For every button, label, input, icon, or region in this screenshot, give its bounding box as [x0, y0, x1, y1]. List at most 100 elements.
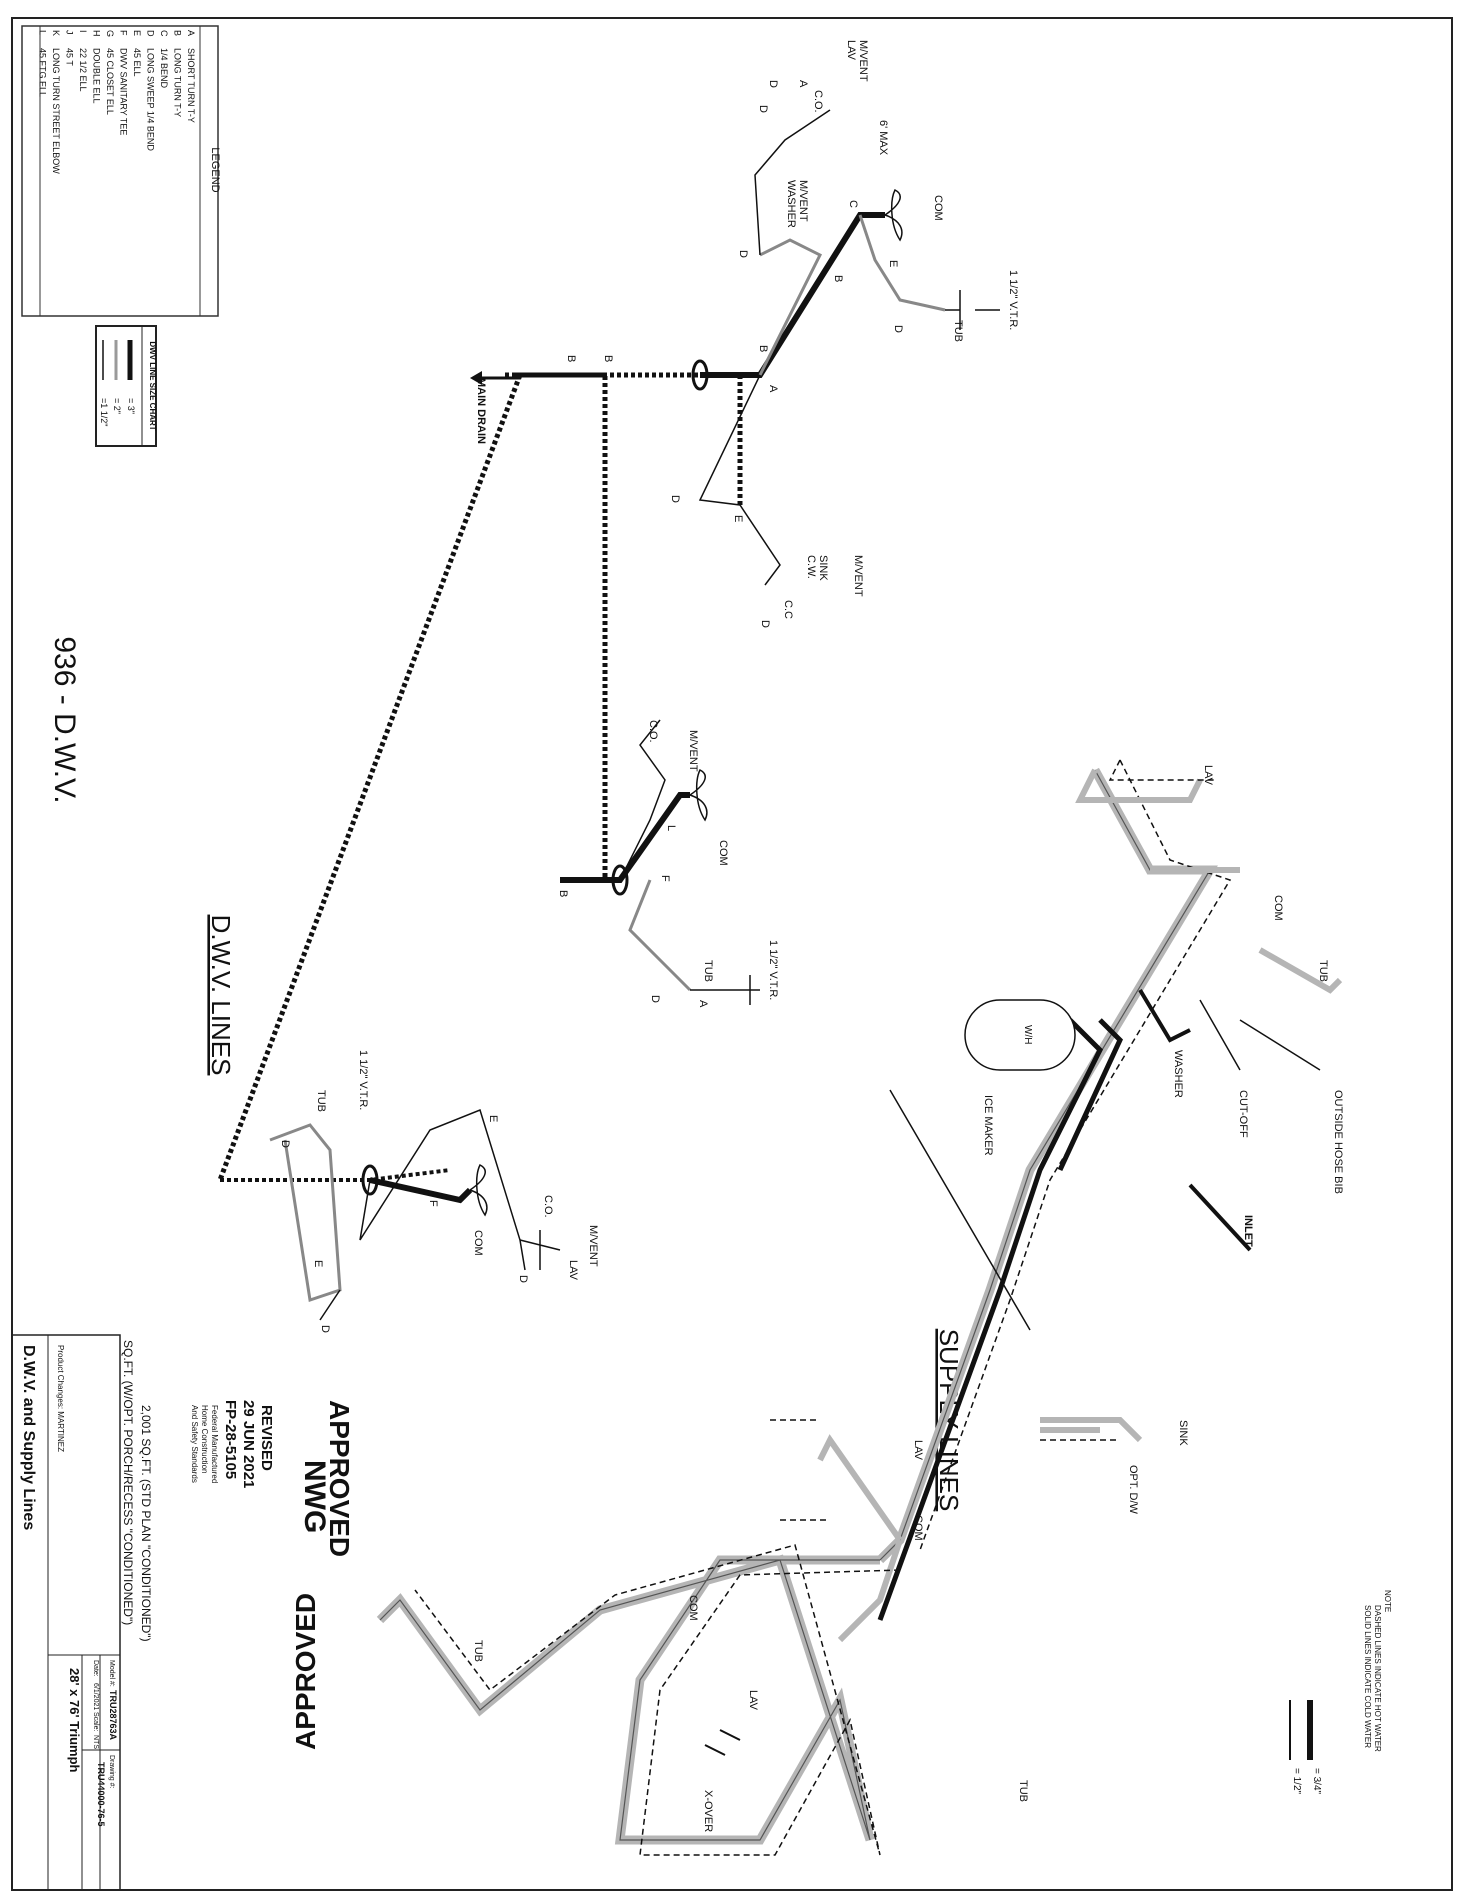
stamp-fine2: Home Construction: [200, 1405, 209, 1473]
fitting-d: D: [737, 250, 749, 258]
stamp-approved-bottom: APPROVED: [290, 1593, 321, 1750]
supply-sink-label: SINK: [1177, 1420, 1189, 1446]
legend-item-text: 45 FTG ELL: [38, 48, 48, 97]
legend-key: F: [119, 30, 129, 36]
dwv-bottom-lav-label: LAV: [567, 1260, 579, 1281]
legend-item-text: LONG TURN T-Y: [173, 48, 183, 117]
supply-heavy-branch: [1057, 1018, 1124, 1172]
fitting-b: B: [832, 275, 844, 282]
dwv-mid-3in: [560, 792, 690, 883]
supply-zigzag-hot: [414, 1544, 901, 1856]
supply-bottom-lav: [817, 1434, 903, 1643]
stamp-date: 29 JUN 2021: [240, 1400, 257, 1488]
dwv-system: [217, 109, 1000, 1321]
dwv-mid-cleanout: [611, 864, 629, 896]
legend-item-text: 45 CLOSET ELL: [105, 48, 115, 115]
supply-hose-bib-label: OUTSIDE HOSE BIB: [1332, 1090, 1344, 1194]
fitting-d: D: [517, 1275, 529, 1283]
supply-inlet: [1188, 1183, 1252, 1252]
page-title: 936 - D.W.V.: [48, 636, 81, 803]
dwv-sink-line: [698, 374, 781, 586]
dwv-labels: M/VENT LAV C.O. 6' MAX COM M/VENT WASHER…: [279, 40, 1019, 1333]
main-drain-label: MAIN DRAIN: [475, 378, 487, 444]
dwv-mid-mvent-label: M/VENT: [687, 730, 699, 772]
legend-item-text: 22 1/2 ELL: [78, 48, 88, 92]
supply-system: [376, 759, 1343, 1856]
supply-opt-dw-label: OPT. D/W: [1127, 1465, 1139, 1515]
dwv-washer-2in: [758, 238, 823, 376]
supply-bottom-lav-label: LAV: [912, 1440, 924, 1461]
dwv-top-vtr-label: 1 1/2" V.T.R.: [1007, 270, 1019, 330]
stamp-agency: NWG: [298, 1460, 331, 1533]
fitting-d: D: [757, 105, 769, 113]
dwv-bottom-drain: [220, 1168, 451, 1182]
legend-item-text: LONG SWEEP 1/4 BEND: [146, 48, 156, 151]
fitting-a: A: [797, 80, 809, 88]
fitting-b: B: [757, 345, 769, 352]
dwv-top-lav-label: LAV: [845, 40, 857, 61]
dwv-mid-com-label: COM: [717, 840, 729, 866]
fitting-b: B: [602, 355, 614, 362]
supply-note-size1: = 3/4": [1311, 1768, 1322, 1795]
fitting-f: F: [427, 1200, 439, 1207]
title-size: 28' x 76' Triumph: [67, 1668, 82, 1773]
legend-key: I: [78, 30, 88, 33]
supply-heavy-line: [877, 1018, 1104, 1621]
water-heater-tank: [964, 999, 1076, 1071]
legend-key: A: [186, 30, 196, 36]
supply-sink-branch: [1040, 1417, 1143, 1443]
dwv-bottom-vtr-label: 1 1/2" V.T.R.: [357, 1050, 369, 1110]
main-drain-arrowhead: [470, 371, 482, 385]
dwv-bottom-com-label: COM: [472, 1230, 484, 1256]
dwv-bottom-tub-2in: [269, 1123, 342, 1302]
supply-com-label: COM: [1272, 895, 1284, 921]
supply-zigzag-edge: [379, 1559, 880, 1841]
size-row-3: = 3": [126, 398, 136, 414]
dwv-mid-vtr: [690, 975, 760, 1005]
fitting-e: E: [732, 515, 744, 522]
supply-ice-maker-label: ICE MAKER: [982, 1095, 994, 1156]
supply-hose-bib: [1239, 1019, 1321, 1071]
fitting-e: E: [887, 260, 899, 267]
dwv-bottom-co: [519, 1230, 561, 1270]
supply-x-over-label: X-OVER: [702, 1790, 714, 1832]
supply-note-line1: DASHED LINES INDICATE HOT WATER: [1373, 1605, 1382, 1752]
stamp-fine1: Federal Manufactured: [210, 1405, 219, 1483]
supply-washer-label: WASHER: [1172, 1050, 1184, 1098]
fitting-b: B: [557, 890, 569, 897]
supply-zig-com-label: COM: [687, 1595, 699, 1621]
main-drain-line-mid: [515, 372, 608, 883]
supply-labels: LAV COM TUB OUTSIDE HOSE BIB CUT-OFF WAS…: [472, 765, 1344, 1832]
legend-title: LEGEND: [209, 147, 221, 192]
fitting-c: C: [847, 200, 859, 208]
supply-lav-branch: [1075, 768, 1203, 803]
dwv-top-3in: [700, 212, 885, 378]
title-sheet-title: D.W.V. and Supply Lines: [20, 1345, 37, 1530]
dwv-top-mvent-label: M/VENT: [857, 40, 869, 82]
stamp-approved-top: APPROVED: [324, 1400, 355, 1557]
title-model: TRU28763A: [108, 1690, 118, 1741]
dwv-bottom-tub-label: TUB: [315, 1090, 327, 1112]
title-drawing: TRU44000-76-5: [96, 1762, 106, 1827]
supply-ice-maker: [889, 1089, 1031, 1331]
fitting-d: D: [767, 80, 779, 88]
dwv-bottom-mvent-label: M/VENT: [587, 1225, 599, 1267]
dwv-top-cleanout: [691, 359, 709, 391]
supply-lav-label: LAV: [1202, 765, 1214, 786]
fitting-d: D: [279, 1140, 291, 1148]
supply-note: NOTE DASHED LINES INDICATE HOT WATER SOL…: [1291, 1590, 1392, 1795]
supply-cut-off: [1199, 999, 1241, 1071]
sqft-line1: 2,001 SQ.FT. (STD PLAN "CONDITIONED"): [139, 1405, 153, 1642]
dwv-top-max-label: 6' MAX: [877, 120, 889, 156]
dwv-sink-mvent-label: M/VENT: [852, 555, 864, 597]
dwv-top-com-bowl: [884, 188, 903, 242]
dwv-mid-lav-line: [619, 719, 666, 881]
legend-key: L: [38, 30, 48, 35]
supply-tub-label: TUB: [1317, 960, 1329, 982]
size-row-1-5: =1 1/2": [99, 398, 109, 426]
title-scale-label: Scale:: [92, 1712, 99, 1732]
legend-key: B: [173, 30, 183, 36]
dwv-top-vtr: [945, 290, 1000, 330]
